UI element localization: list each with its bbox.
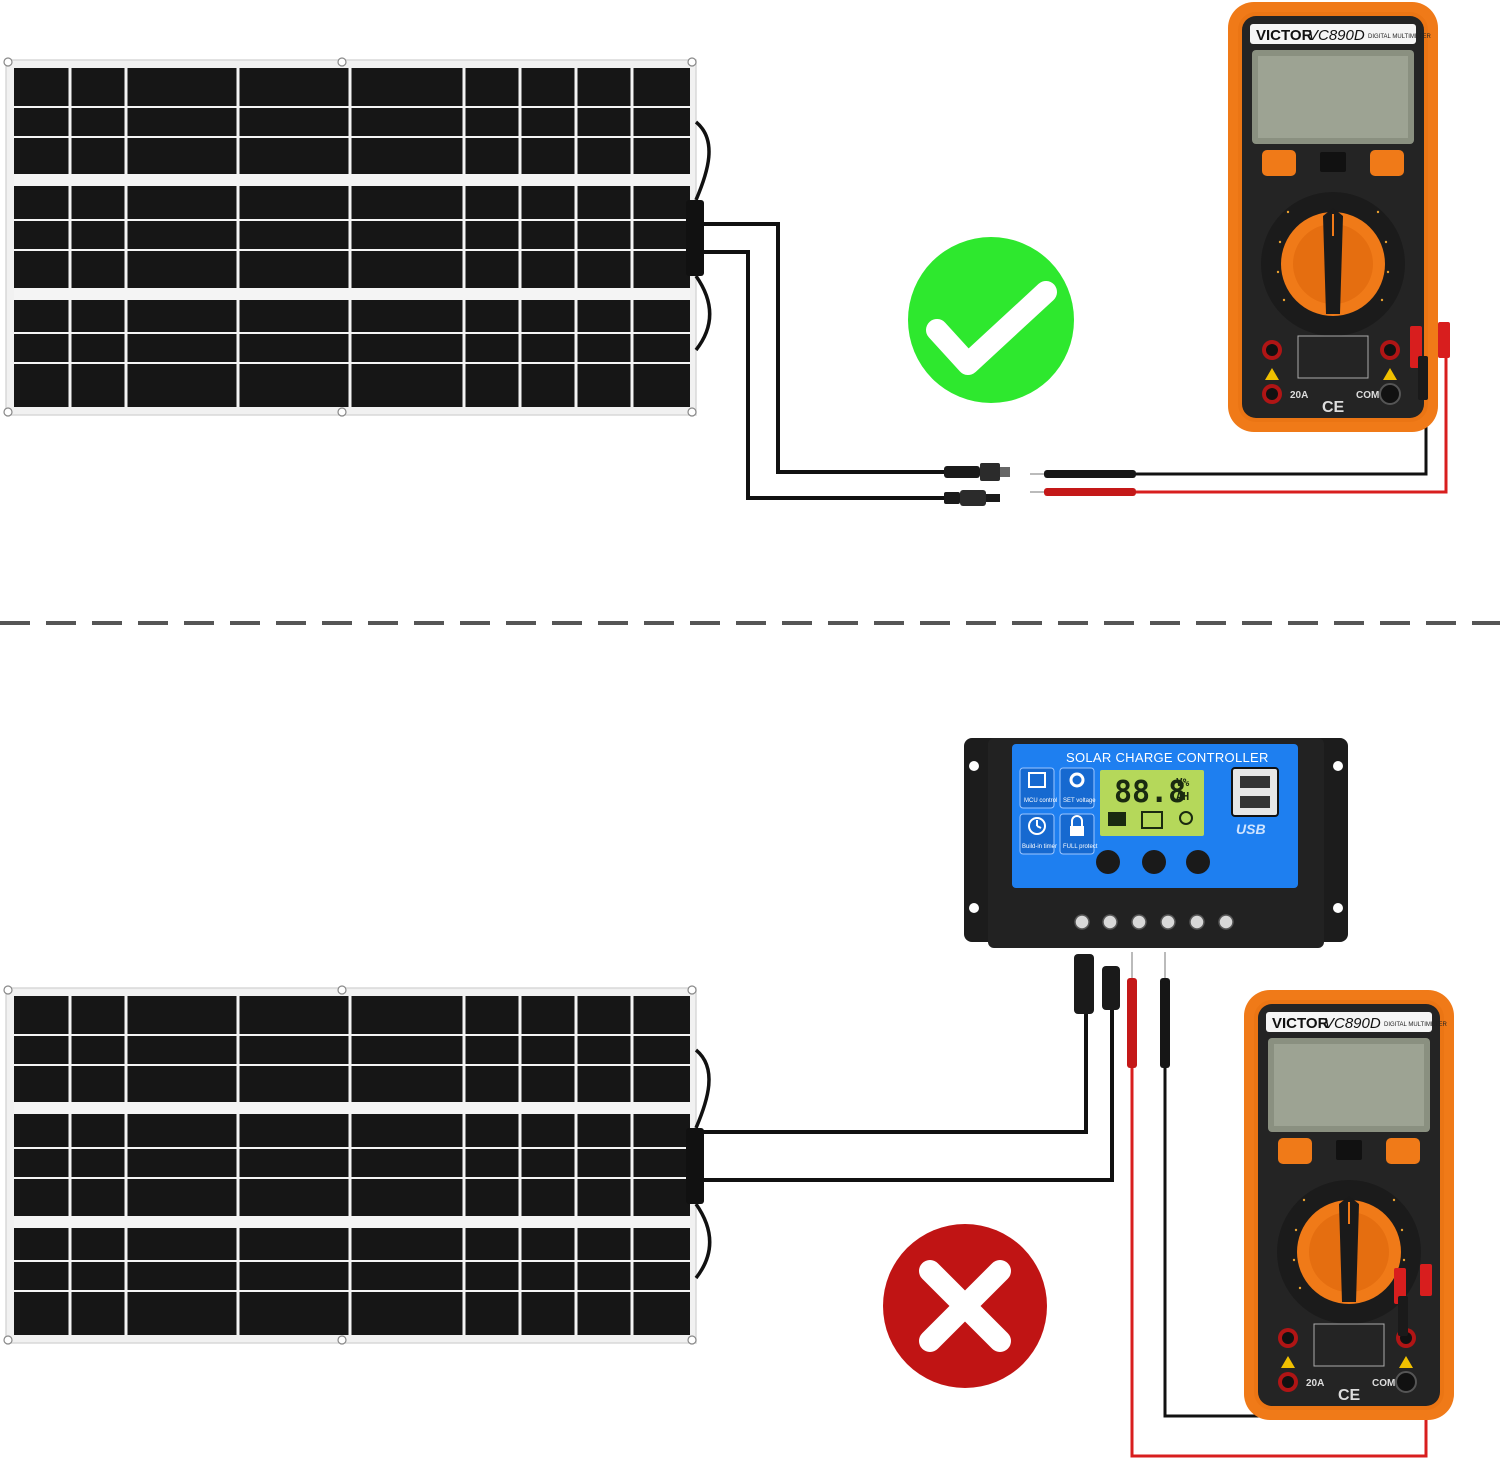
panel-wires-top bbox=[702, 222, 946, 500]
multimeter-top bbox=[1227, 1, 1450, 433]
section-correct bbox=[4, 1, 1450, 506]
multimeter-bottom bbox=[1243, 989, 1455, 1421]
check-circle-icon bbox=[908, 237, 1074, 403]
svg-text:88.8: 88.8 bbox=[1114, 775, 1186, 810]
svg-text:MCU control: MCU control bbox=[1024, 798, 1057, 804]
mc4-connectors-bottom bbox=[1074, 954, 1120, 1014]
cpu-icon bbox=[1028, 772, 1046, 788]
panel-wires-bottom bbox=[702, 1010, 1114, 1182]
x-circle-icon bbox=[883, 1224, 1047, 1388]
lock-icon bbox=[1070, 826, 1084, 836]
controller-terminals bbox=[1074, 914, 1234, 930]
menu-button bbox=[1096, 850, 1120, 874]
svg-text:V%: V% bbox=[1176, 776, 1190, 789]
solar-charge-controller: SOLAR CHARGE CONTROLLER MCU control SET … bbox=[964, 738, 1348, 948]
svg-text:AH: AH bbox=[1176, 790, 1189, 803]
svg-text:FULL protect: FULL protect bbox=[1063, 844, 1098, 850]
controller-buttons bbox=[1096, 850, 1210, 874]
usb-ports: USB bbox=[1231, 767, 1279, 837]
up-button bbox=[1142, 850, 1166, 874]
controller-lcd: 88.8 V% AH bbox=[1100, 770, 1204, 836]
controller-title: SOLAR CHARGE CONTROLLER bbox=[1066, 750, 1269, 765]
clock-icon bbox=[1028, 817, 1046, 835]
solar-panel-bottom bbox=[4, 986, 710, 1344]
svg-text:USB: USB bbox=[1236, 821, 1266, 837]
controller-tiles: MCU control SET voltage Build-in timer F… bbox=[1019, 767, 1098, 855]
svg-text:SET voltage: SET voltage bbox=[1063, 798, 1096, 804]
down-button bbox=[1186, 850, 1210, 874]
gear-icon bbox=[1069, 772, 1085, 788]
section-incorrect: SOLAR CHARGE CONTROLLER MCU control SET … bbox=[4, 738, 1455, 1458]
mc4-connectors-top bbox=[944, 463, 1010, 506]
svg-text:Build-in timer: Build-in timer bbox=[1022, 844, 1057, 850]
solar-panel-top bbox=[4, 58, 710, 416]
